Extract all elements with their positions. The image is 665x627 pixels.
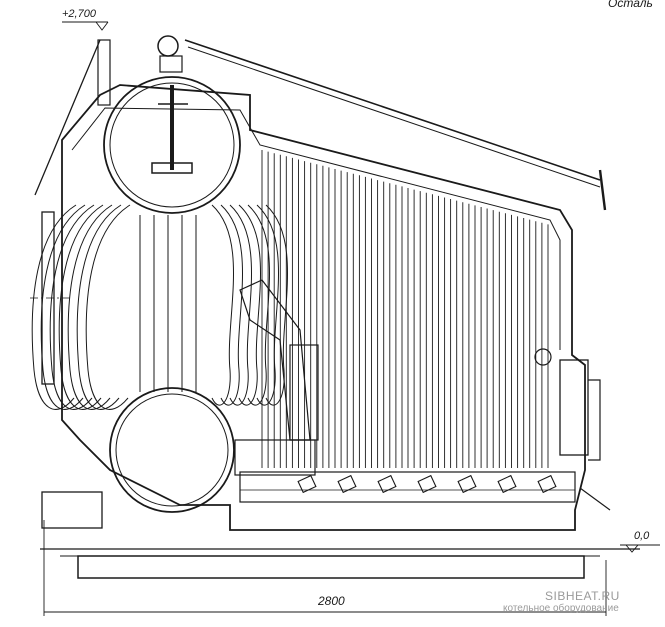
grate-segment [497, 474, 517, 494]
left-flange [30, 211, 103, 529]
grate-segment [537, 474, 557, 494]
screen-tube-left [76, 204, 122, 410]
screen-tube-left [31, 204, 77, 410]
foundation [40, 548, 640, 579]
watermark-site: SIBHEAT.RU [545, 589, 620, 603]
corner-note-label: Осталь [608, 0, 653, 10]
width-dimension-label: 2800 [318, 594, 345, 608]
grate-segment [377, 474, 397, 494]
screen-tube-left [67, 204, 113, 410]
grate-segment [457, 474, 477, 494]
screen-tube-right [220, 204, 243, 406]
screen-tube-right [238, 204, 261, 406]
grate-segment [417, 474, 437, 494]
dimension-2800 [43, 520, 607, 616]
refractory-partition [234, 279, 319, 476]
elevation-floor-label: 0,0 [634, 530, 650, 542]
screen-tube-right [265, 204, 288, 406]
upper-drum [103, 35, 241, 214]
top-stays [34, 39, 607, 211]
boiler-casing [61, 84, 586, 531]
watermark-tagline: котельное оборудование [503, 603, 619, 614]
screen-tube-left [40, 204, 86, 410]
elevation-markers [62, 21, 660, 553]
screen-tube-left [58, 204, 104, 410]
lower-drum [109, 387, 235, 513]
screen-tube-right [211, 204, 234, 406]
screen-tube-right [247, 204, 270, 406]
chain-grate [239, 471, 576, 503]
screen-tube-right [229, 204, 252, 406]
grate-segment [297, 474, 317, 494]
screen-tube-left [85, 204, 131, 410]
screen-tube-left [49, 204, 95, 410]
furnace-screen-tubes [31, 204, 288, 410]
grate-segment [337, 474, 357, 494]
front-assembly [534, 348, 611, 511]
convective-tube-bank [261, 150, 549, 468]
elevation-top-label: +2,700 [62, 8, 96, 20]
